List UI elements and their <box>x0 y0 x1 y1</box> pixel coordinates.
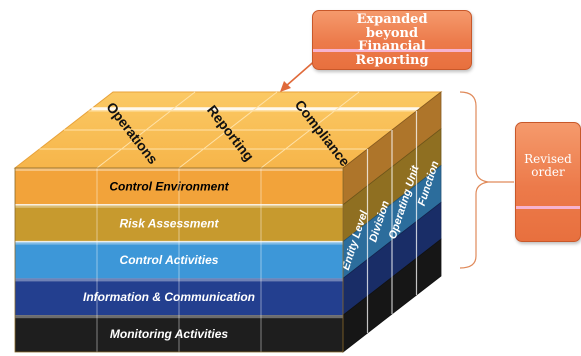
callout-revised-order: Revised order <box>515 122 581 242</box>
callout-stripe <box>313 49 471 52</box>
arrow-head <box>280 81 291 92</box>
top-depth-line <box>260 91 360 169</box>
top-depth-line <box>178 91 278 169</box>
component-label-4: Monitoring Activities <box>110 327 229 341</box>
callout-expanded-reporting: Expanded beyond Financial Reporting <box>312 10 472 70</box>
top-depth-line <box>96 91 196 169</box>
front-row-highlight <box>15 168 343 171</box>
front-face-border <box>14 167 344 353</box>
front-row-highlight <box>15 241 343 245</box>
front-row-4 <box>15 315 343 352</box>
front-row-2 <box>15 241 343 279</box>
component-label-2: Control Activities <box>120 253 219 267</box>
callout-revised-text: Revised order <box>524 152 572 179</box>
component-label-0: Control Environment <box>109 180 229 194</box>
revised-order-bracket <box>459 91 489 269</box>
callout-stripe <box>516 206 580 209</box>
front-row-3 <box>15 278 343 316</box>
front-row-highlight <box>15 278 343 282</box>
component-label-3: Information & Communication <box>83 290 255 304</box>
front-row-1 <box>15 204 343 242</box>
callout-expanded-text: Expanded beyond Financial Reporting <box>355 12 429 68</box>
front-row-highlight <box>15 315 343 319</box>
front-row-0 <box>15 168 343 205</box>
front-row-highlight <box>15 204 343 208</box>
component-label-1: Risk Assessment <box>120 216 220 230</box>
